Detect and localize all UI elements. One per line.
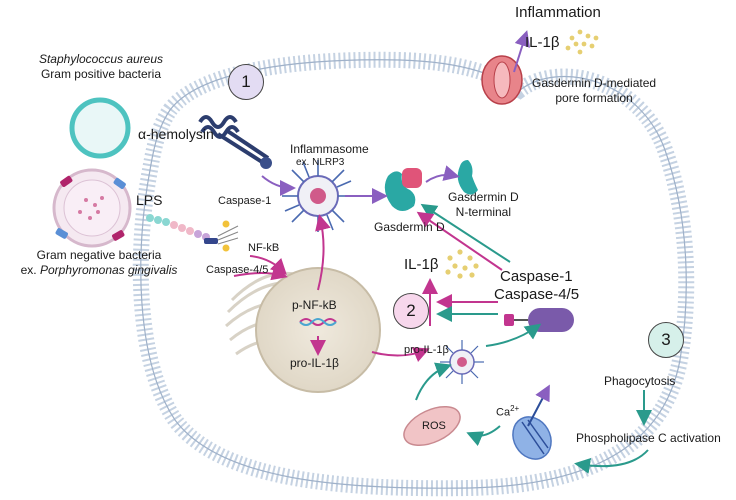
step-2-badge: 2: [393, 293, 429, 329]
gram-negative-prefix: ex.: [20, 263, 40, 277]
pore-label-line1: Gasdermin D-mediated: [532, 76, 657, 90]
caspase1-small-label: Caspase-1: [218, 195, 272, 207]
caspase-molecule: [504, 308, 574, 332]
caspase1-big-label: Caspase-1: [500, 268, 573, 285]
staph-label: Staphylococcus aureus Gram positive bact…: [38, 52, 164, 82]
pore-label-line2: pore formation: [555, 91, 633, 105]
step-3-badge: 3: [648, 322, 684, 358]
caspase45-big-label: Caspase-4/5: [494, 286, 580, 303]
gasdermin-d: [384, 160, 478, 211]
nucleus: [255, 267, 381, 393]
inflammasome-example-label: ex. NLRP3: [296, 157, 345, 168]
calcium-symbol: Ca: [496, 406, 511, 419]
pro-il1b-nucleus-label: pro-IL-1β: [290, 356, 339, 370]
calcium-label: Ca2+: [496, 404, 519, 419]
gasdermin-nterm-line1: Gasdermin D: [448, 190, 519, 204]
inflammasome-label: Inflammasome: [290, 142, 369, 156]
pathway-arrows: [233, 30, 652, 474]
p-nfkb-label: p-NF-kB: [292, 298, 337, 312]
il1b-mid-label: IL-1β: [404, 256, 439, 273]
gram-negative-line1: Gram negative bacteria: [36, 248, 162, 262]
calcium-charge: 2+: [510, 404, 520, 413]
lps-label: LPS: [136, 192, 163, 208]
gasdermin-nterm-line2: N-terminal: [455, 205, 512, 219]
cell-membrane: [132, 51, 695, 497]
lps-chain: [146, 214, 239, 252]
inflammation-label: Inflammation: [515, 4, 601, 21]
caspase45-small-label: Caspase-4/5: [206, 264, 269, 276]
mitochondrion: [403, 405, 461, 447]
gasdermin-d-label: Gasdermin D: [374, 220, 445, 234]
il1b-top-label: IL-1β: [525, 34, 560, 51]
step-1-badge: 1: [228, 64, 264, 100]
phagocytosis-label: Phagocytosis: [604, 374, 676, 388]
phospholipase-c-label: Phospholipase C activation: [576, 431, 721, 445]
staph-gram: Gram positive bacteria: [40, 67, 162, 81]
pore-formation-label: Gasdermin D-mediated pore formation: [532, 76, 656, 106]
nfkb-label: NF-kB: [248, 242, 280, 254]
phospholipase-c-channel: [512, 416, 552, 460]
gasdermin-d-pore: [481, 55, 523, 105]
staphylococcus-aureus-cell: [69, 97, 131, 159]
gram-negative-species: Porphyromonas gingivalis: [39, 263, 178, 277]
staph-species: Staphylococcus aureus: [38, 52, 164, 66]
alpha-hemolysin-label: α-hemolysin: [138, 126, 214, 142]
alpha-hemolysin-pore: [198, 115, 272, 169]
pro-il1b-label: pro-IL-1β: [404, 344, 449, 356]
ros-label: ROS: [422, 420, 446, 432]
gram-negative-label: Gram negative bacteria ex. Porphyromonas…: [14, 248, 184, 278]
il1b-cluster-mid: [445, 249, 479, 279]
gram-negative-bacterium: [52, 168, 132, 248]
gasdermin-nterminal-label: Gasdermin D N-terminal: [448, 190, 519, 220]
inflammasome-complex: [282, 160, 354, 232]
gram-negative-line2: ex. Porphyromonas gingivalis: [14, 263, 184, 278]
il1b-cluster-top: [565, 29, 599, 55]
